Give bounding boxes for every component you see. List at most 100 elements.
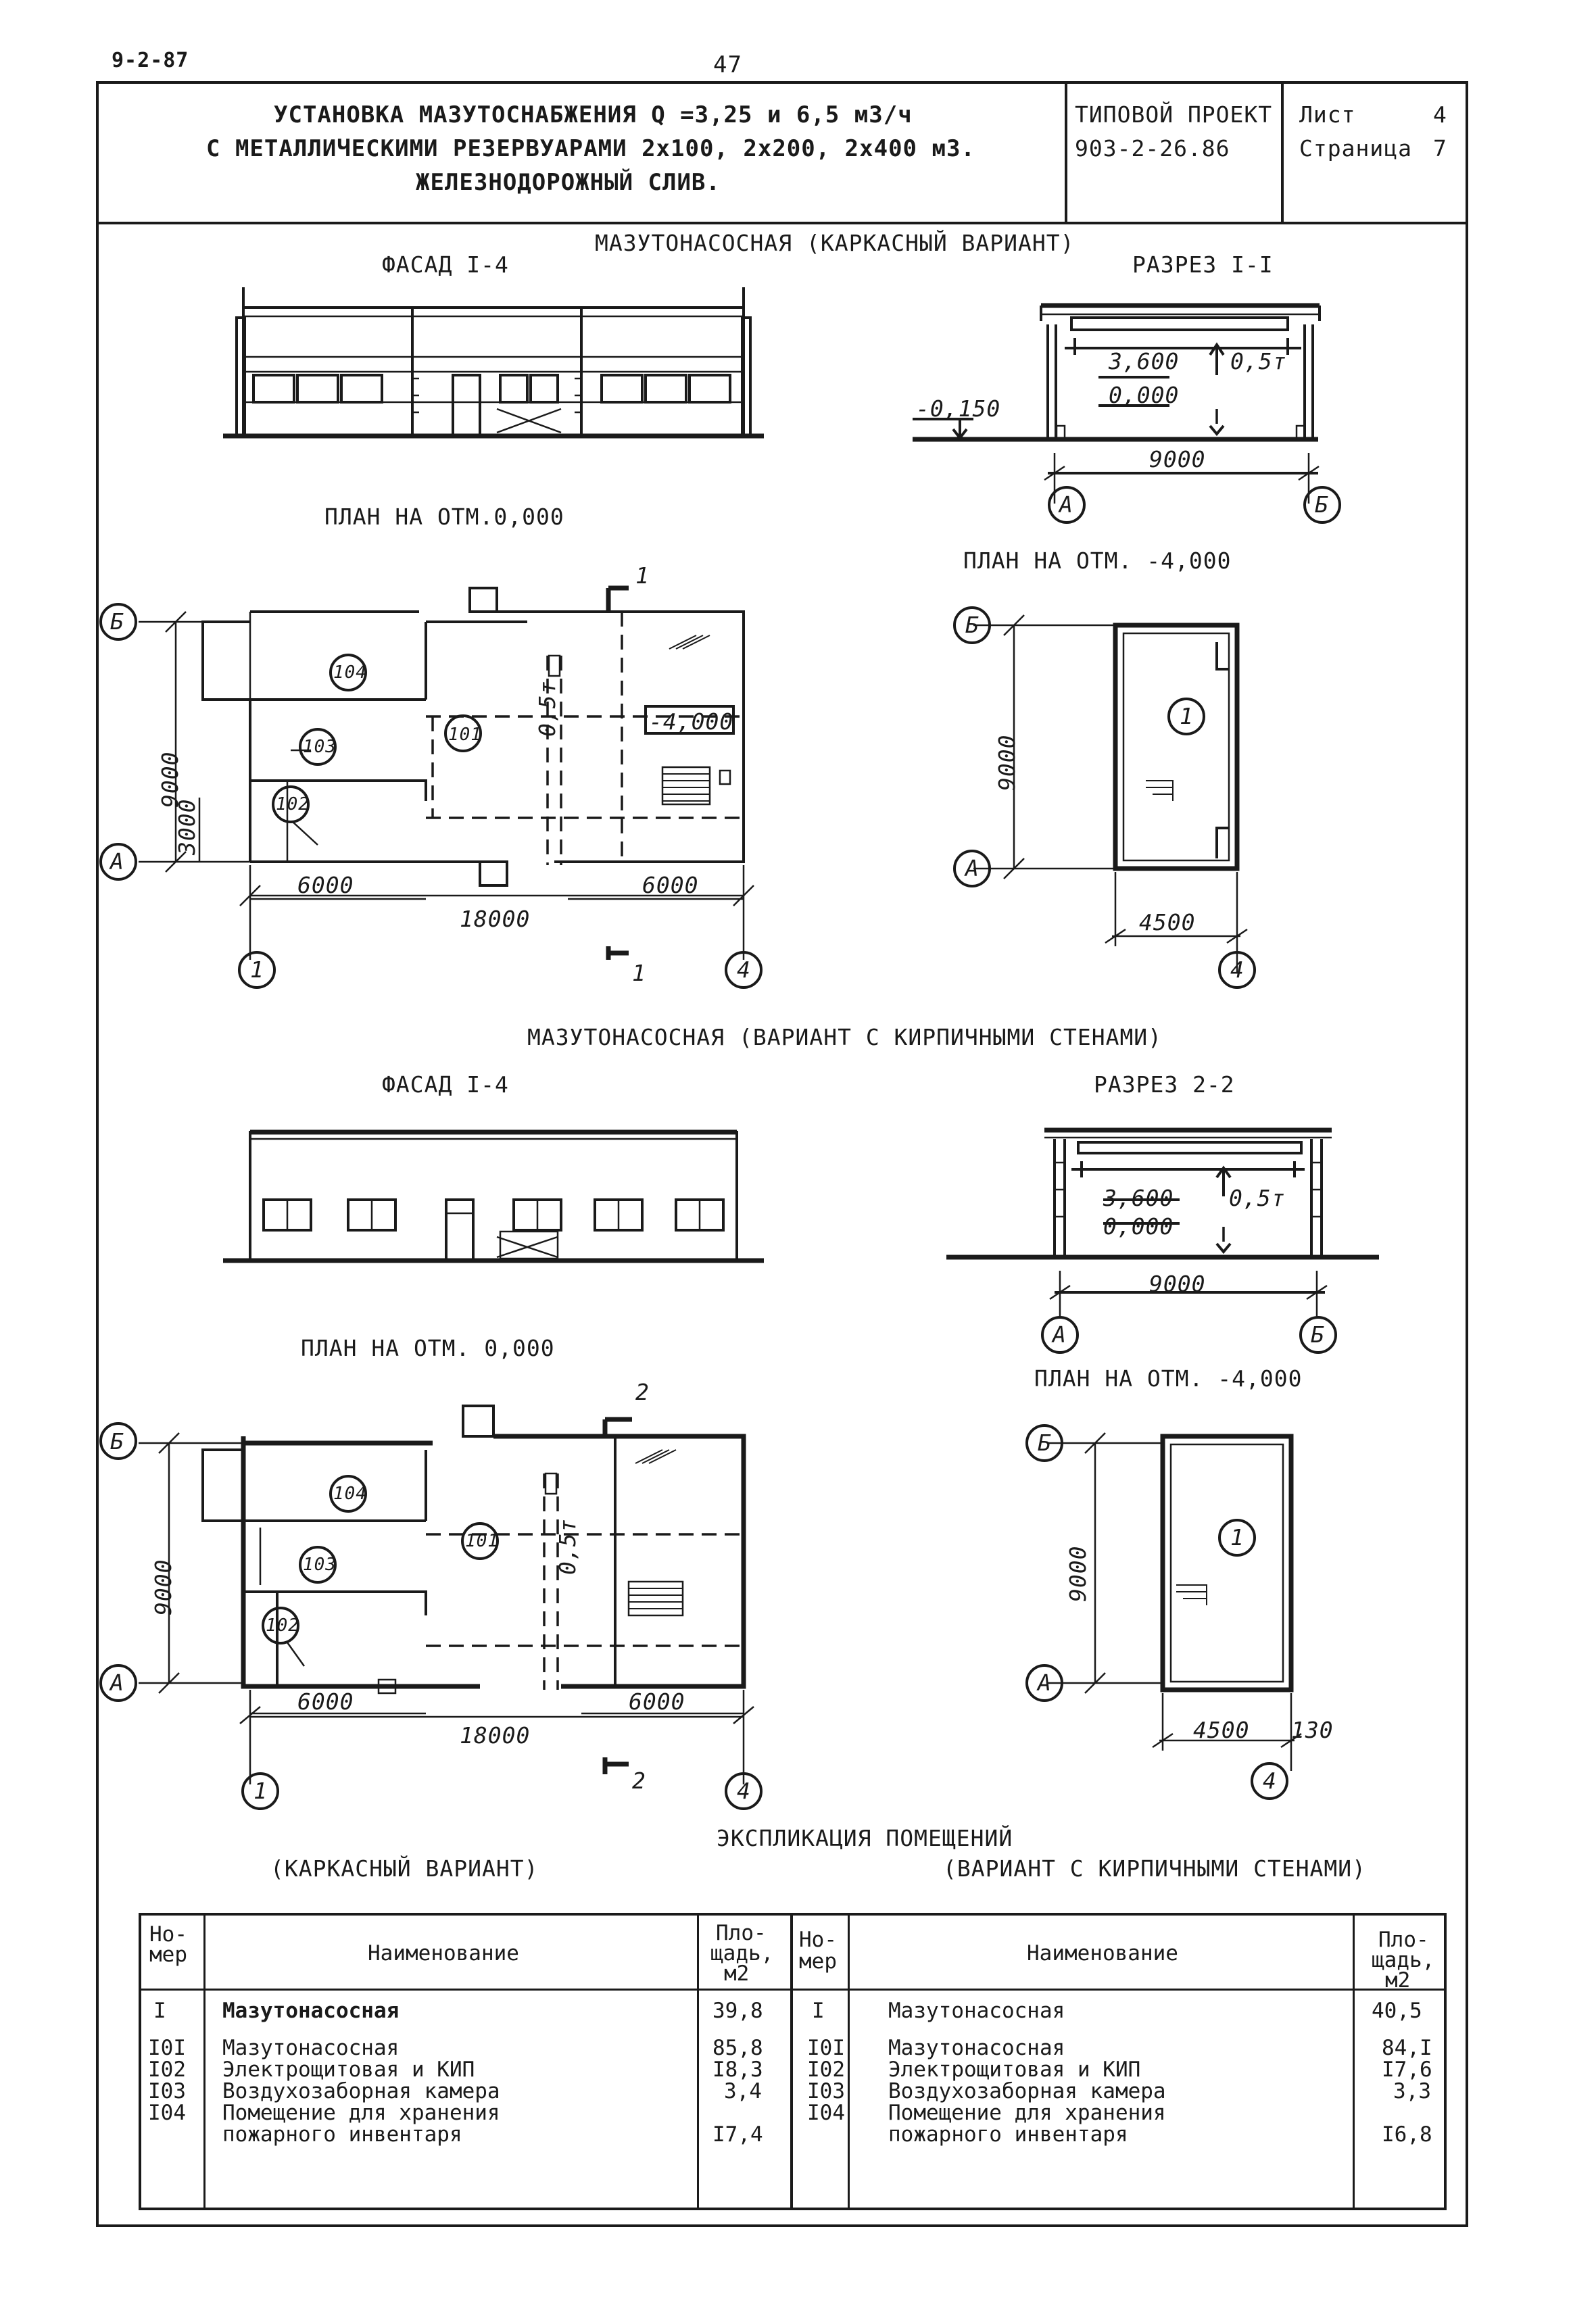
left-row-num: I02 [148,2057,186,2082]
sheet-frame [96,81,1468,2227]
left-row-num: I0I [148,2036,186,2060]
right-row-area: 40,5 [1372,1999,1422,2023]
section2-plan4-title: ПЛАН НА ОТМ. -4,000 [1034,1365,1303,1392]
pit2-dim-130: 130 [1291,1717,1334,1743]
pit2-axis-4: 4 [1263,1768,1277,1794]
sec1-span: 9000 [1149,446,1206,472]
plan2-axis-4: 4 [737,1778,751,1804]
facade-2-drawing [223,1129,764,1263]
left-row-name: Помещение для хранения [222,2101,500,2125]
left-row-area: I7,4 [712,2122,763,2147]
right-row-num: I [812,1999,825,2023]
right-col-name: Наименование [1027,1941,1178,1966]
section1-section-title: РАЗРЕЗ I-I [1132,251,1274,278]
sec1-crane: 0,5т [1230,348,1287,374]
plan2-axis-b: Б [110,1428,124,1455]
right-row-name: пожарного инвентаря [888,2122,1128,2147]
plan2-dim-9000: 9000 [150,1559,176,1615]
right-row-name: Мазутонасосная [888,2036,1065,2060]
section-2-drawing [946,1127,1379,1318]
explication-left-caption: (КАРКАСНЫЙ ВАРИАНТ) [270,1855,539,1882]
plan2-cut-mark-bottom: 2 [632,1768,646,1794]
section1-title: МАЗУТОНАСОСНАЯ (КАРКАСНЫЙ ВАРИАНТ) [595,230,1075,256]
pit-plan-2-bubbles [1025,1424,1288,1800]
title-line-3: ЖЕЛЕЗНОДОРОЖНЫЙ СЛИВ. [416,169,721,196]
plan1-cut-mark-bottom: 1 [632,960,646,986]
title-block-sep-2 [1281,81,1284,223]
sec2-elev-floor: 0,000 [1103,1213,1174,1240]
left-col-name: Наименование [368,1941,519,1966]
sec1-elev-floor: 0,000 [1109,382,1180,408]
section2-title: МАЗУТОНАСОСНАЯ (ВАРИАНТ С КИРПИЧНЫМИ СТЕ… [527,1024,1163,1050]
plan2-dim-6000-left: 6000 [297,1688,354,1715]
section1-plan4-title: ПЛАН НА ОТМ. -4,000 [963,547,1232,574]
sec2-axis-bubbles [1041,1316,1337,1354]
plan1-room-102: 102 [276,794,310,814]
plan1-dim-3000: 3000 [174,798,200,855]
pit1-axis-4: 4 [1230,956,1244,983]
left-row-name: Воздухозаборная камера [222,2079,500,2103]
plan2-dim-18000: 18000 [460,1722,531,1749]
title-line-2: С МЕТАЛЛИЧЕСКИМИ РЕЗЕРВУАРАМИ 2x100, 2x2… [206,135,975,162]
plan1-axis-4: 4 [737,956,751,983]
plan1-dim-18000: 18000 [460,906,531,932]
left-col-area-3: м2 [724,1961,750,1986]
plan1-pit-mark: -4,000 [649,708,734,735]
sec1-elev-ground: -0,150 [916,395,1001,422]
pit-plan-1-drawing [973,614,1248,973]
right-col-number-2: мер [799,1949,837,1974]
right-col-area-1: Пло- [1378,1928,1429,1952]
sec1-axis-a: А [1059,491,1073,518]
right-row-area: 84,I [1382,2036,1432,2060]
plan-2-drawing [139,1405,754,1784]
left-row-num: I04 [148,2101,186,2125]
title-block-divider [96,222,1468,224]
pit2-axis-b: Б [1038,1430,1052,1456]
pit1-dim-4500: 4500 [1139,909,1196,935]
section1-plan0-title: ПЛАН НА ОТМ.0,000 [324,504,564,530]
plan2-axis-a: А [110,1670,124,1696]
left-col-number-2: мер [149,1943,187,1967]
right-col-area-2: щадь, [1372,1948,1435,1972]
plan2-room-103: 103 [303,1555,337,1575]
explication-title: ЭКСПЛИКАЦИЯ ПОМЕЩЕНИЙ [717,1825,1013,1851]
plan2-dim-6000-right: 6000 [629,1688,685,1715]
right-row-num: I03 [807,2079,845,2103]
pit1-axis-b: Б [965,612,980,638]
plan1-axis-1: 1 [250,956,264,983]
left-row-area: 85,8 [712,2036,763,2060]
plan1-room-103: 103 [303,737,337,757]
right-row-name: Электрощитовая и КИП [888,2057,1141,2082]
pit2-dim-9000: 9000 [1065,1545,1091,1602]
sec2-crane: 0,5т [1229,1185,1286,1211]
plan2-axis-1: 1 [253,1778,268,1804]
pit1-axis-a: А [965,855,980,881]
sec2-axis-a: А [1053,1321,1067,1348]
right-row-num: I04 [807,2101,845,2125]
right-row-name: Помещение для хранения [888,2101,1166,2125]
pit1-room: 1 [1180,703,1194,729]
project-number: 903-2-26.86 [1075,135,1230,162]
sec2-span: 9000 [1149,1271,1206,1297]
plan2-axis-bubbles [99,1422,763,1810]
title-line-1: УСТАНОВКА МАЗУТОСНАБЖЕНИЯ Q =3,25 и 6,5 … [274,101,913,128]
sec2-axis-b: Б [1311,1321,1325,1348]
section2-plan0-title: ПЛАН НА ОТМ. 0,000 [301,1335,555,1361]
left-row-num: I [153,1999,166,2023]
right-row-name: Мазутонасосная [888,1999,1065,2023]
right-col-area-3: м2 [1385,1968,1411,1993]
left-col-area-1: Пло- [716,1921,767,1945]
project-label: ТИПОВОЙ ПРОЕКТ [1075,101,1273,128]
page-number: 47 [713,51,742,78]
sheet-value: 4 [1433,101,1447,128]
explication-table: Но- мер Наименование Пло- щадь, м2 Но- м… [139,1913,1447,2210]
plan1-dim-6000-left: 6000 [297,872,354,898]
sec1-axis-bubbles [1048,486,1341,524]
pit-plan-1-bubbles [953,606,1256,989]
plan1-crane-label: 0,5т [534,680,560,737]
explication-right-caption: (ВАРИАНТ С КИРПИЧНЫМИ СТЕНАМИ) [943,1855,1367,1882]
title-block-sep-1 [1065,81,1067,223]
section1-facade-title: ФАСАД I-4 [382,251,509,278]
right-col-number-1: Но- [799,1928,837,1952]
plan2-cut-mark-top: 2 [635,1379,650,1405]
